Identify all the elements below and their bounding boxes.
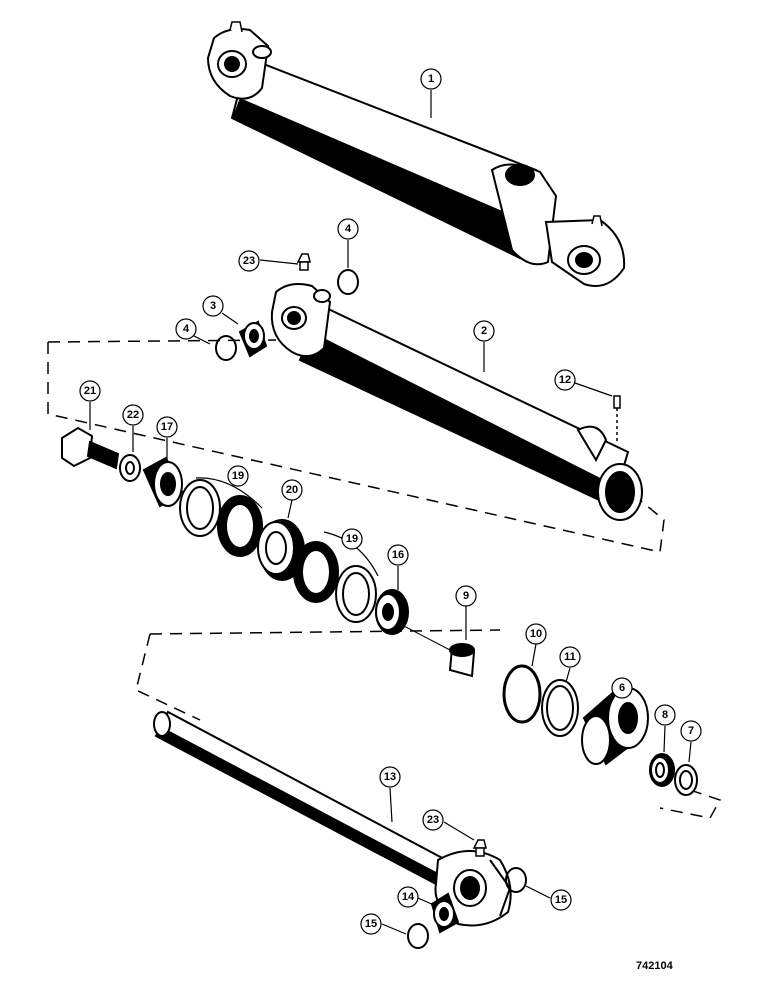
svg-text:3: 3 xyxy=(210,300,216,312)
svg-text:21: 21 xyxy=(84,385,96,397)
set-screw xyxy=(613,395,621,444)
callout-22: 22 xyxy=(122,404,144,426)
grease-fitting-upper xyxy=(296,253,311,271)
bushing xyxy=(448,643,476,678)
svg-text:22: 22 xyxy=(127,409,139,421)
pin-bushing xyxy=(238,320,268,358)
callout-4-upper: 4 xyxy=(337,218,359,240)
backup-ring xyxy=(541,679,579,737)
callout-14: 14 xyxy=(397,886,419,908)
callout-10: 10 xyxy=(525,623,547,645)
callout-6: 6 xyxy=(611,677,633,699)
gland xyxy=(581,687,649,766)
cylinder-assembly xyxy=(206,21,626,287)
callout-19-left: 19 xyxy=(227,465,249,487)
rod-group-outline xyxy=(135,629,722,819)
svg-text:14: 14 xyxy=(402,891,415,903)
piston-seal-pair-right xyxy=(293,541,377,623)
svg-text:16: 16 xyxy=(392,549,404,561)
svg-text:10: 10 xyxy=(530,628,542,640)
svg-text:6: 6 xyxy=(619,682,625,694)
bolt xyxy=(61,426,120,470)
svg-text:23: 23 xyxy=(427,814,439,826)
cylinder-tube xyxy=(270,283,643,521)
callout-8: 8 xyxy=(654,704,676,726)
callout-13: 13 xyxy=(379,766,401,788)
rod-seal xyxy=(649,753,675,787)
callout-2: 2 xyxy=(473,320,495,342)
piston xyxy=(257,519,305,581)
snap-ring-lower xyxy=(215,335,237,361)
wiper xyxy=(674,764,698,796)
snap-ring-rod-right xyxy=(505,867,527,893)
svg-text:2: 2 xyxy=(481,325,487,337)
svg-text:7: 7 xyxy=(688,725,694,737)
svg-text:4: 4 xyxy=(345,223,352,235)
callout-21: 21 xyxy=(79,380,101,402)
callout-7: 7 xyxy=(680,720,702,742)
svg-text:11: 11 xyxy=(564,651,576,663)
callout-16: 16 xyxy=(387,544,409,566)
o-ring xyxy=(502,664,542,724)
piston-group-outline xyxy=(47,339,665,553)
svg-text:15: 15 xyxy=(555,894,567,906)
svg-text:4: 4 xyxy=(183,323,190,335)
piston-seal-pair-left xyxy=(179,479,263,557)
piston-nut xyxy=(142,456,184,508)
callout-19-right: 19 xyxy=(341,528,363,550)
svg-text:15: 15 xyxy=(365,918,377,930)
svg-text:8: 8 xyxy=(662,709,668,721)
callout-11: 11 xyxy=(559,646,581,668)
callout-9: 9 xyxy=(455,585,477,607)
snap-ring-upper xyxy=(337,269,359,295)
svg-text:12: 12 xyxy=(559,374,571,386)
drawing-number: 742104 xyxy=(636,960,673,972)
callout-12: 12 xyxy=(554,369,576,391)
callout-1: 1 xyxy=(420,68,442,90)
callout-17: 17 xyxy=(156,416,178,438)
callout-3: 3 xyxy=(202,295,224,317)
svg-text:23: 23 xyxy=(243,255,255,267)
callout-15-left: 15 xyxy=(360,913,382,935)
callout-23-upper: 23 xyxy=(238,250,260,272)
svg-text:9: 9 xyxy=(463,590,469,602)
snap-ring-rod-left xyxy=(407,923,429,949)
callouts: 1 2 3 4 4 6 7 8 9 10 11 12 13 14 15 15 1… xyxy=(79,68,702,935)
grease-fitting-lower xyxy=(472,839,487,857)
piston-rod xyxy=(153,710,512,927)
rod-eye-bushing xyxy=(430,892,460,934)
washer xyxy=(119,454,141,482)
svg-text:13: 13 xyxy=(384,771,396,783)
callout-23-lower: 23 xyxy=(422,809,444,831)
spacer xyxy=(375,589,451,651)
callout-4-lower: 4 xyxy=(175,318,197,340)
svg-text:20: 20 xyxy=(286,484,298,496)
svg-text:1: 1 xyxy=(428,73,434,85)
callout-15-right: 15 xyxy=(550,889,572,911)
svg-text:19: 19 xyxy=(346,533,358,545)
callout-20: 20 xyxy=(281,479,303,501)
svg-text:19: 19 xyxy=(232,470,244,482)
svg-text:17: 17 xyxy=(161,421,173,433)
